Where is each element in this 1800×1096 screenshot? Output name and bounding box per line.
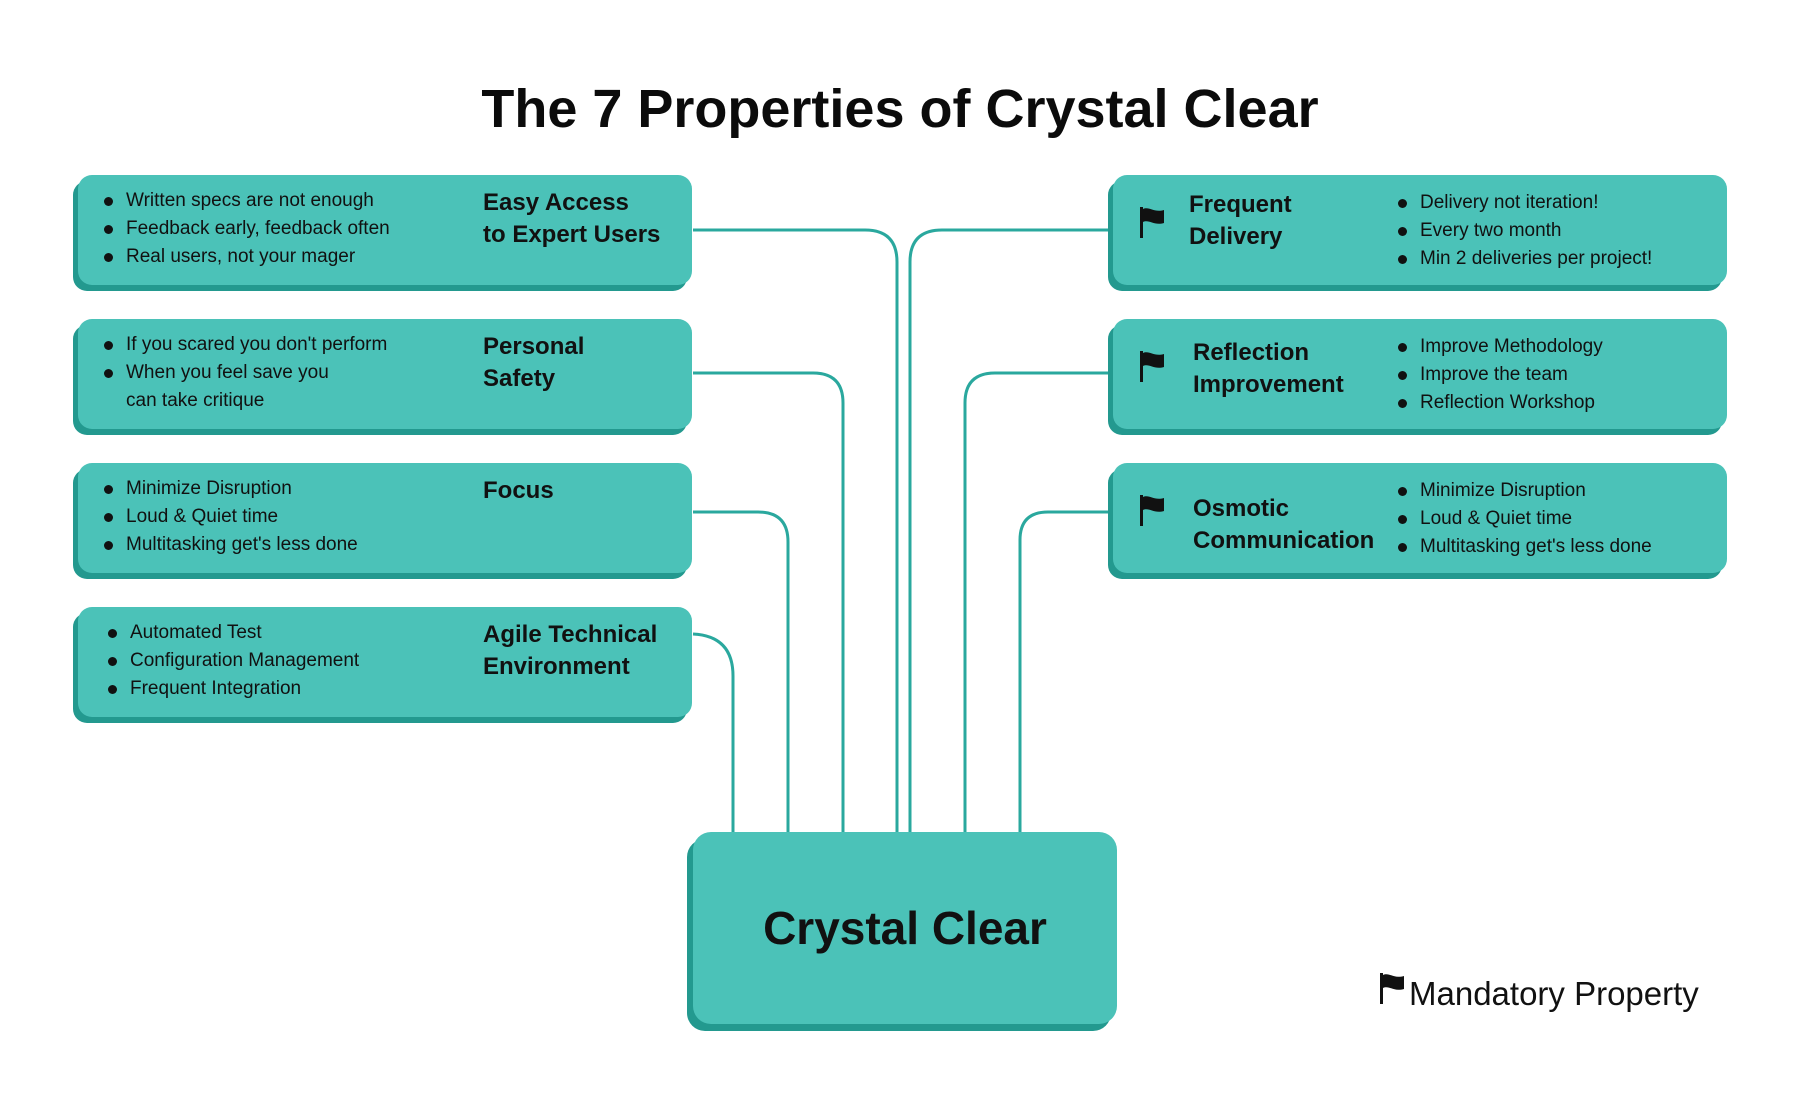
bullet-item: Configuration Management [108,647,478,675]
heading-line: Focus [483,477,554,504]
bullet-item: Minimize Disruption [104,475,474,503]
property-osmotic-communication: Osmotic Communication Minimize Disruptio… [1113,463,1727,573]
property-heading: Easy Access to Expert Users [483,187,683,251]
flag-icon [1137,493,1167,527]
heading-line: Easy Access [483,189,629,216]
heading-line: to Expert Users [483,221,661,248]
property-heading: Osmotic Communication [1193,493,1393,557]
heading-line: Improvement [1193,371,1344,398]
bullet-list: Automated Test Configuration Management … [108,619,478,703]
bullet-item: Frequent Integration [108,675,478,703]
bullet-item: Automated Test [108,619,478,647]
connector-osmotic-communication [1018,510,1113,832]
bullet-item: Loud & Quiet time [104,503,474,531]
bullet-item: Reflection Workshop [1398,389,1718,417]
property-easy-access: Written specs are not enough Feedback ea… [78,175,692,285]
bullet-item: Improve the team [1398,361,1718,389]
diagram-title: The 7 Properties of Crystal Clear [481,79,1319,139]
flag-icon [1137,349,1167,383]
bullet-item: If you scared you don't perform [104,331,474,359]
property-frequent-delivery: Frequent Delivery Delivery not iteration… [1113,175,1727,285]
heading-line: Environment [483,653,630,680]
bullet-item: Written specs are not enough [104,187,474,215]
flag-icon [1137,205,1167,239]
bullet-list: Delivery not iteration! Every two month … [1398,189,1718,273]
bullet-list: Improve Methodology Improve the team Ref… [1398,333,1718,417]
bullet-item-continuation: can take critique [126,390,265,411]
property-heading: Frequent Delivery [1189,189,1389,253]
bullet-item: Real users, not your mager [104,243,474,271]
bullet-item: Feedback early, feedback often [104,215,474,243]
heading-line: Agile Technical [483,621,658,648]
bullet-item: Minimize Disruption [1398,477,1718,505]
legend: Mandatory Property [1377,972,1699,1016]
connector-focus [693,510,790,832]
center-label: Crystal Clear [763,902,1047,954]
property-agile-technical-environment: Automated Test Configuration Management … [78,607,692,717]
heading-line: Osmotic [1193,495,1290,522]
bullet-item: Improve Methodology [1398,333,1718,361]
connector-reflection-improvement [963,371,1113,832]
bullet-item: Multitasking get's less done [1398,533,1718,561]
bullet-list: Minimize Disruption Loud & Quiet time Mu… [1398,477,1718,561]
heading-line: Reflection [1193,339,1310,366]
property-heading: Agile Technical Environment [483,619,683,683]
bullet-list: If you scared you don't perform When you… [104,331,474,415]
flag-icon [1377,971,1407,1005]
connector-easy-access [693,228,899,832]
property-heading: Focus [483,475,683,507]
connector-agile-technical [692,632,735,832]
heading-line: Safety [483,365,556,392]
legend-label: Mandatory Property [1409,975,1699,1012]
connector-personal-safety [693,371,845,832]
bullet-item: Every two month [1398,217,1718,245]
heading-line: Delivery [1189,223,1283,250]
heading-line: Frequent [1189,191,1292,218]
property-heading: Personal Safety [483,331,683,395]
property-personal-safety: If you scared you don't perform When you… [78,319,692,429]
bullet-item: Multitasking get's less done [104,531,474,559]
center-node: Crystal Clear [693,832,1117,1024]
property-reflection-improvement: Reflection Improvement Improve Methodolo… [1113,319,1727,429]
connector-frequent-delivery [908,228,1113,832]
heading-line: Personal [483,333,585,360]
bullet-item: Delivery not iteration! [1398,189,1718,217]
property-focus: Minimize Disruption Loud & Quiet time Mu… [78,463,692,573]
bullet-item: Min 2 deliveries per project! [1398,245,1718,273]
property-heading: Reflection Improvement [1193,337,1393,401]
heading-line: Communication [1193,527,1375,554]
bullet-list: Minimize Disruption Loud & Quiet time Mu… [104,475,474,559]
bullet-item: Loud & Quiet time [1398,505,1718,533]
bullet-item: When you feel save you [104,359,474,387]
bullet-list: Written specs are not enough Feedback ea… [104,187,474,271]
